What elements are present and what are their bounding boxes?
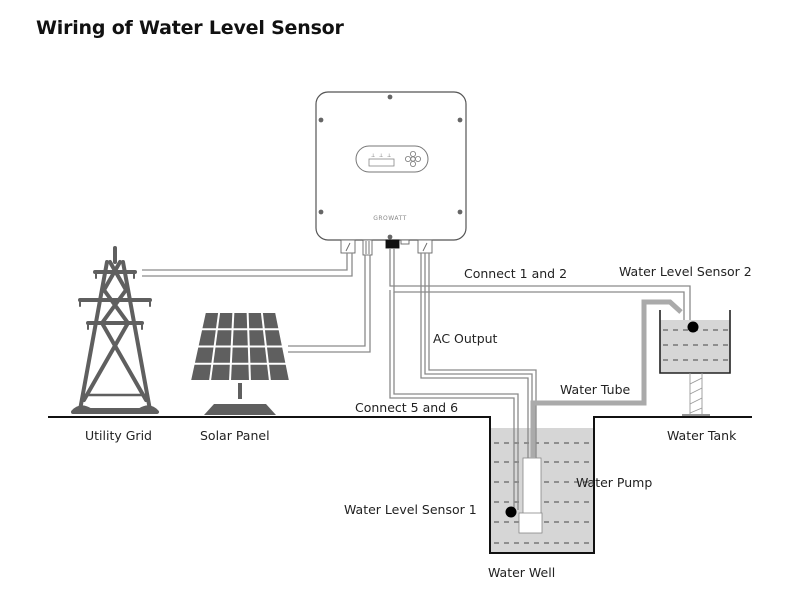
water-pump	[518, 512, 543, 534]
well-water	[491, 428, 593, 552]
solar-cell	[248, 313, 263, 329]
wire-connect-1-2	[389, 248, 691, 320]
solar-cell	[269, 364, 289, 380]
label-water-level-sensor-2: Water Level Sensor 2	[619, 264, 752, 279]
solar-cell	[213, 347, 231, 363]
label-connect-1-2: Connect 1 and 2	[464, 266, 567, 281]
solar-cell	[262, 313, 279, 329]
solar-cell	[231, 347, 249, 363]
well-water-level-lines	[494, 442, 590, 544]
solar-cell	[202, 313, 219, 329]
label-water-tank: Water Tank	[667, 428, 737, 443]
diagram-title: Wiring of Water Level Sensor	[36, 17, 344, 39]
inverter-lcd-screen	[368, 158, 395, 167]
ground-line	[48, 416, 752, 554]
keypad-up-button	[409, 150, 416, 157]
solar-panel-pole	[238, 383, 242, 399]
solar-cell	[264, 330, 282, 346]
inverter-indicator-2: ⊥	[379, 153, 383, 159]
label-water-well: Water Well	[488, 565, 555, 580]
solar-cell	[250, 364, 269, 380]
keypad-enter-button	[410, 156, 416, 162]
inverter-brand-logo: GROWATT	[373, 215, 407, 222]
inverter-screws	[318, 94, 463, 240]
label-solar-panel: Solar Panel	[200, 428, 270, 443]
solar-cell	[211, 364, 230, 380]
solar-cell	[218, 313, 233, 329]
solar-panel-base	[204, 404, 276, 415]
solar-cell	[191, 364, 212, 380]
label-ac-output: AC Output	[433, 331, 498, 346]
label-water-pump: Water Pump	[576, 475, 652, 490]
comm-port	[400, 239, 410, 245]
solar-cell	[249, 330, 265, 346]
water-pump-shaft	[522, 457, 542, 515]
inverter-keypad	[404, 150, 421, 167]
utility-grid-tower-icon	[71, 246, 159, 414]
pv-terminal	[362, 239, 373, 256]
solar-cell	[233, 313, 248, 329]
label-utility-grid: Utility Grid	[85, 428, 152, 443]
water-well	[491, 428, 593, 552]
label-water-level-sensor-1: Water Level Sensor 1	[344, 502, 477, 517]
solar-cell	[215, 330, 232, 346]
solar-cell	[194, 347, 214, 363]
water-tube	[530, 299, 683, 458]
keypad-down-button	[409, 160, 416, 167]
inverter-connectors	[340, 239, 433, 256]
solar-cell	[198, 330, 216, 346]
wire-solar-panel	[288, 255, 371, 353]
tank-walls	[659, 310, 731, 374]
label-connect-5-6: Connect 5 and 6	[355, 400, 458, 415]
inverter: ⊥ ⊥ ⊥ GROWATT	[315, 91, 467, 256]
water-level-sensor-2	[687, 321, 699, 333]
tank-stand	[682, 373, 710, 416]
solar-cell	[231, 364, 249, 380]
inverter-indicator-3: ⊥	[387, 153, 391, 159]
sensor-terminal	[385, 239, 400, 249]
label-water-tube: Water Tube	[560, 382, 631, 397]
solar-panel-cells	[191, 313, 289, 380]
labels: Utility Grid Solar Panel Connect 1 and 2…	[85, 264, 752, 580]
water-tank	[659, 310, 731, 416]
solar-cell	[232, 330, 248, 346]
solar-cell	[267, 347, 286, 363]
wire-utility-grid	[142, 253, 353, 277]
keypad-right-button	[414, 155, 421, 162]
keypad-left-button	[404, 155, 411, 162]
solar-panel-icon	[191, 313, 289, 415]
solar-cell	[249, 347, 267, 363]
water-level-sensor-1	[505, 506, 517, 518]
inverter-indicator-1: ⊥	[371, 153, 375, 159]
